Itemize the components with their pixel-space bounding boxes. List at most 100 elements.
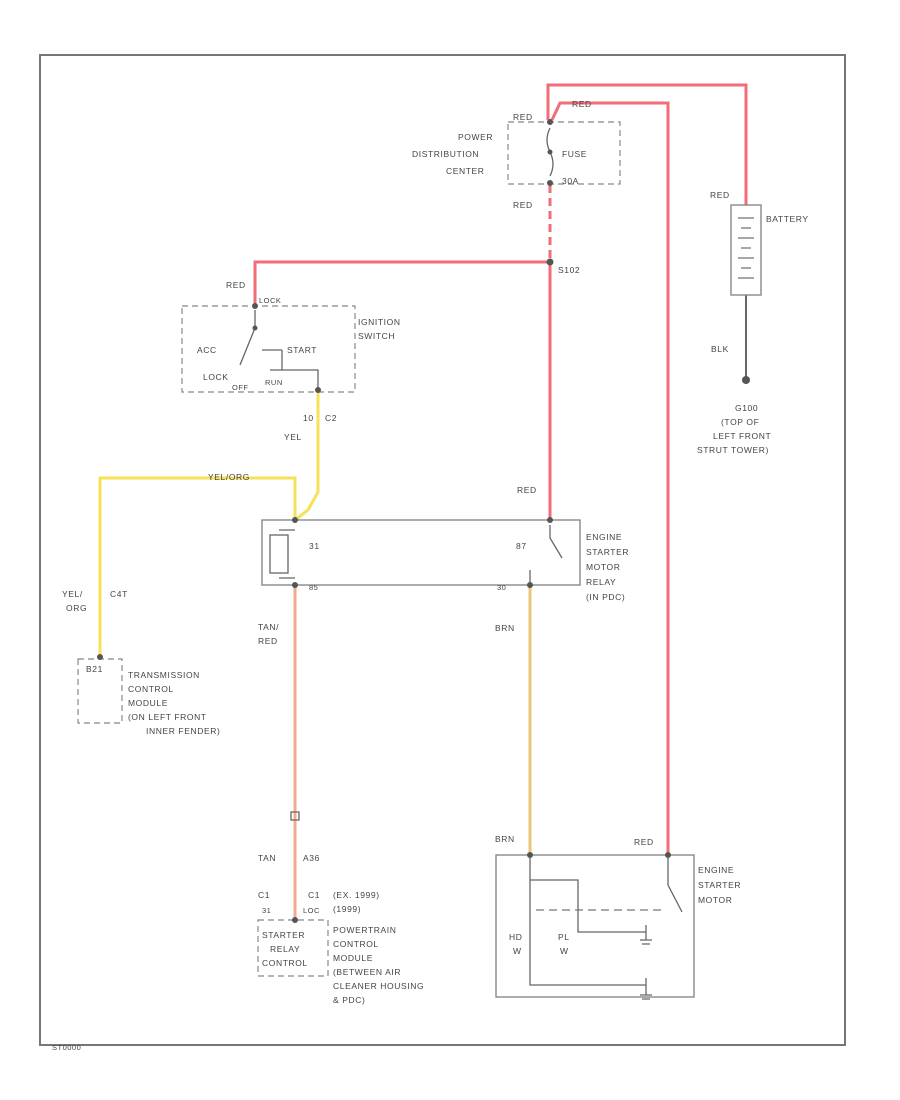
relay-coil xyxy=(269,534,289,574)
tcm-wire-line2: ORG xyxy=(66,603,87,613)
tan-red-label-line2: RED xyxy=(258,636,278,646)
motor-internal-wiring xyxy=(529,858,683,986)
wire-yellow-ignition-relay xyxy=(294,390,320,522)
wire-yellow-org-tcm xyxy=(98,476,297,657)
pcm-name-line2: CONTROL xyxy=(333,939,379,949)
ignition-pin-label: 10 xyxy=(303,413,314,423)
relay-name-line5: (IN PDC) xyxy=(586,592,625,602)
ignition-switch-box xyxy=(181,305,356,393)
pcm-conn2-label: C1 xyxy=(308,890,320,900)
pcm-loc-label: (EX. 1999) xyxy=(333,890,380,900)
pdc-fuse-amp-label: 30A xyxy=(562,176,579,186)
battery-cells xyxy=(738,217,754,279)
pdc-terminal-bottom xyxy=(547,180,553,186)
tcm-pin-label: B21 xyxy=(86,664,103,674)
pdc-fuse-label: FUSE xyxy=(562,149,587,159)
ignition-off-label: OFF xyxy=(232,383,249,392)
battery-blk-label: BLK xyxy=(711,344,729,354)
wire-red-ignition-feed xyxy=(253,260,550,305)
wire-yel-label: YEL xyxy=(284,432,302,442)
pcm-name-line5: CLEANER HOUSING xyxy=(333,981,424,991)
pcm-sub1-label: 31 xyxy=(262,906,271,915)
relay-name-line3: MOTOR xyxy=(586,562,620,572)
pcm-box-name-line1: STARTER xyxy=(262,930,305,940)
ignition-lock-top-label: LOCK xyxy=(259,296,281,305)
relay-name-line2: STARTER xyxy=(586,547,629,557)
motor-terminal-brn xyxy=(527,852,533,858)
pdc-name-line2: DISTRIBUTION xyxy=(412,149,479,159)
pcm-conn-top-label: C1 xyxy=(258,890,270,900)
ignition-terminal-top xyxy=(252,303,258,309)
motor-hd-label: HD xyxy=(509,932,522,942)
battery-red-label: RED xyxy=(710,190,730,200)
splice-point xyxy=(546,258,554,266)
pdc-name-line1: POWER xyxy=(458,132,493,142)
pdc-box xyxy=(507,121,621,185)
motor-name-line2: STARTER xyxy=(698,880,741,890)
battery-name-label: BATTERY xyxy=(766,214,809,224)
tcm-name-line2: CONTROL xyxy=(128,684,174,694)
pcm-sub2-label: LOC xyxy=(303,906,320,915)
ignition-name-line2: SWITCH xyxy=(358,331,395,341)
relay-terminal-85 xyxy=(292,517,298,523)
pdc-red-bottom-label: RED xyxy=(513,200,533,210)
pcm-name-line4: (BETWEEN AIR xyxy=(333,967,401,977)
ignition-contact xyxy=(239,310,319,390)
motor-pl-w-label: W xyxy=(560,946,569,956)
ground-name-line2: (TOP OF xyxy=(721,417,759,427)
wire-red-battery-feed xyxy=(546,83,748,205)
pdc-name-line3: CENTER xyxy=(446,166,485,176)
pcm-name-line6: & PDC) xyxy=(333,995,365,1005)
ignition-terminal-bottom xyxy=(315,387,321,393)
motor-name-line3: MOTOR xyxy=(698,895,732,905)
relay-switch xyxy=(529,525,563,585)
pcm-box-name-line2: RELAY xyxy=(270,944,300,954)
relay-coil-leads xyxy=(279,529,295,579)
splice-label: S102 xyxy=(558,265,580,275)
tan-lower-label: TAN xyxy=(258,853,276,863)
wire-yelorg-label: YEL/ORG xyxy=(208,472,250,482)
pcm-name-line1: POWERTRAIN xyxy=(333,925,396,935)
ground-name-line1: G100 xyxy=(735,403,758,413)
ignition-conn-label: C2 xyxy=(325,413,337,423)
pdc-red-right-label: RED xyxy=(572,99,592,109)
relay-terminal-30 xyxy=(547,517,553,523)
diagram-border xyxy=(39,54,846,1046)
ignition-pivot xyxy=(252,325,258,331)
motor-pl-label: PL xyxy=(558,932,570,942)
tcm-terminal xyxy=(97,654,103,660)
tcm-name-line4: (ON LEFT FRONT xyxy=(128,712,207,722)
relay-pin-86-label: 85 xyxy=(309,583,318,592)
ground-terminal xyxy=(742,376,750,384)
tcm-wire-line1: YEL/ xyxy=(62,589,83,599)
relay-red-label: RED xyxy=(517,485,537,495)
battery-symbol xyxy=(730,204,762,296)
tcm-name-line5: INNER FENDER) xyxy=(146,726,220,736)
brn-upper-label: BRN xyxy=(495,623,515,633)
footer-code: ST0000 xyxy=(52,1043,81,1052)
relay-pin-87-label: 30 xyxy=(497,583,506,592)
relay-pin-85-label: 31 xyxy=(309,541,320,551)
relay-pin-30-label: 87 xyxy=(516,541,527,551)
motor-ground-symbol-1 xyxy=(640,925,652,945)
pcm-inline-connector xyxy=(290,811,300,821)
ground-name-line4: STRUT TOWER) xyxy=(697,445,769,455)
ignition-red-label: RED xyxy=(226,280,246,290)
pcm-pin3-label: A36 xyxy=(303,853,320,863)
motor-brn-label: BRN xyxy=(495,834,515,844)
tcm-name-line1: TRANSMISSION xyxy=(128,670,200,680)
relay-name-line4: RELAY xyxy=(586,577,616,587)
ignition-start-label: START xyxy=(287,345,317,355)
pcm-terminal xyxy=(292,917,298,923)
ignition-name-line1: IGNITION xyxy=(358,317,401,327)
pdc-red-top-label: RED xyxy=(513,112,533,122)
pcm-name-line3: MODULE xyxy=(333,953,373,963)
pdc-terminal-mid xyxy=(547,149,553,155)
relay-terminal-87 xyxy=(527,582,533,588)
ground-name-line3: LEFT FRONT xyxy=(713,431,771,441)
tcm-conn-label: C4T xyxy=(110,589,128,599)
pcm-loc2-label: (1999) xyxy=(333,904,361,914)
tcm-name-line3: MODULE xyxy=(128,698,168,708)
starter-relay-box xyxy=(261,519,581,586)
